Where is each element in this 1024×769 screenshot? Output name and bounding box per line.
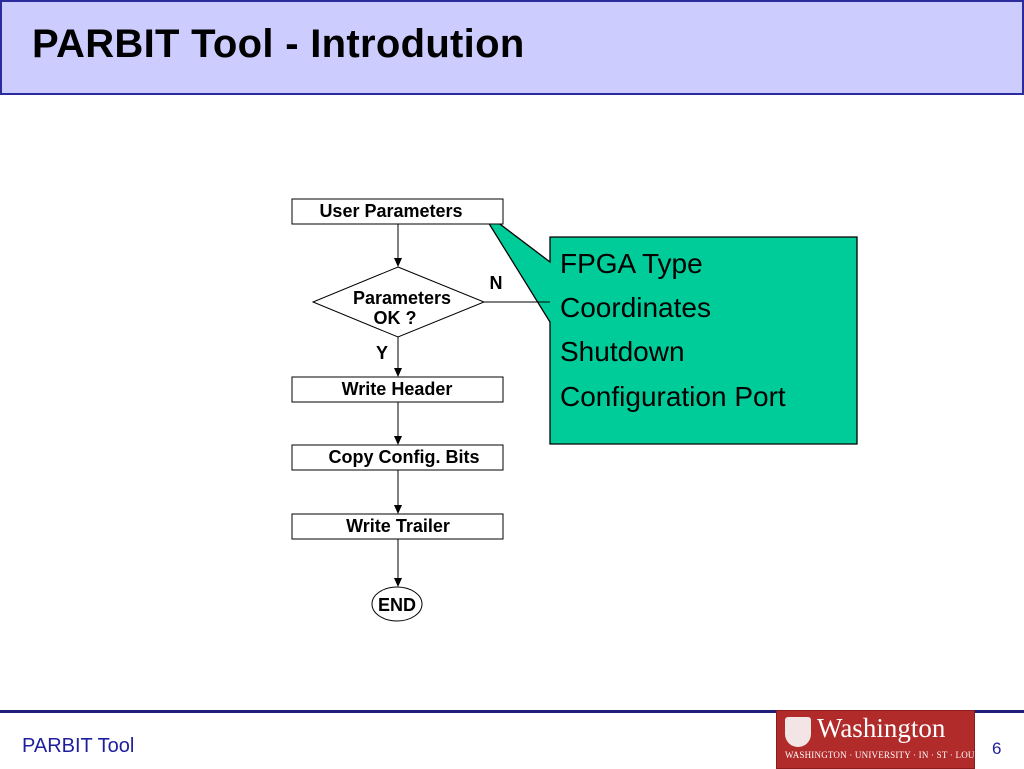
write-trailer-box [291, 513, 504, 540]
copy-config-label: Copy Config. Bits [329, 447, 480, 467]
footer-title: PARBIT Tool [22, 735, 135, 757]
decision-label-line1: Parameters [353, 288, 451, 308]
write-header-label: Write Header [342, 379, 453, 399]
title-bar: PARBIT Tool - Introdution [0, 0, 1024, 95]
slide-title: PARBIT Tool - Introdution [32, 22, 525, 66]
callout-coordinates: Coordinates [560, 292, 711, 323]
callout-configuration-port: Configuration Port [560, 381, 786, 412]
washington-university-logo: Washington WASHINGTON · UNIVERSITY · IN … [776, 710, 983, 769]
end-label: END [378, 595, 416, 615]
crest-icon [785, 717, 811, 747]
end-terminator [371, 586, 423, 622]
callout-shape [479, 208, 858, 445]
logo-wordmark: Washington [817, 713, 946, 743]
callout-fpga-type: FPGA Type [560, 248, 703, 279]
yes-label: Y [376, 343, 388, 363]
write-trailer-label: Write Trailer [346, 516, 450, 536]
user-parameters-label: User Parameters [319, 201, 462, 221]
no-label: N [490, 273, 503, 293]
write-header-box [291, 376, 504, 403]
decision-label-line2: OK ? [374, 308, 417, 328]
user-parameters-box [291, 198, 504, 225]
slide-number: 6 [992, 739, 1002, 758]
logo-subtitle: WASHINGTON · UNIVERSITY · IN · ST · LOUI… [785, 750, 984, 760]
footer-divider [0, 710, 1024, 713]
callout-shutdown: Shutdown [560, 336, 685, 367]
